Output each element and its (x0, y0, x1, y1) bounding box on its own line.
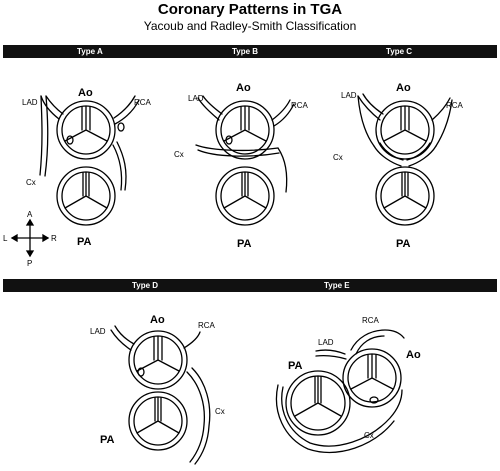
type-e-lad-vessel (315, 349, 347, 360)
type-a-rca-label: RCA (134, 98, 152, 107)
type-c-lad-vessel (357, 93, 384, 147)
type-b-lad-vessel (197, 95, 223, 121)
type-c-pa-label: PA (396, 238, 411, 250)
type-a-pa-label: PA (77, 236, 92, 248)
type-b-rca-label: RCA (291, 101, 309, 110)
compass-left-label: L (3, 234, 8, 243)
type-b-cx-vessel (195, 144, 280, 157)
type-header-band-top: Type A Type B Type C (3, 45, 497, 58)
type-b-label: Type B (232, 47, 259, 56)
orientation-compass (10, 218, 50, 258)
type-a-label: Type A (77, 47, 103, 56)
type-c-label: Type C (386, 47, 413, 56)
type-a-cx-label: Cx (26, 178, 36, 187)
type-c-commissure-vessels (373, 142, 437, 167)
type-a-lad-label: LAD (22, 98, 38, 107)
type-c-aorta-valve (375, 100, 435, 160)
type-e-ao-label: Ao (406, 349, 421, 361)
type-d-lad-label: LAD (90, 327, 106, 336)
type-e-pulmonary-valve (285, 370, 351, 436)
type-d-rca-cx-vessel (183, 331, 211, 465)
type-c-ao-label: Ao (396, 82, 411, 94)
type-d-label: Type D (132, 281, 159, 290)
type-a-aorta-valve (56, 100, 125, 160)
type-e-aorta-valve (342, 348, 402, 408)
type-b-lad-label: LAD (188, 94, 204, 103)
type-d-diagram (110, 325, 211, 465)
type-c-rca-label: RCA (446, 101, 464, 110)
type-b-aorta-valve (215, 100, 275, 160)
figure-subtitle: Yacoub and Radley-Smith Classification (143, 19, 357, 33)
compass-posterior-label: P (27, 259, 32, 268)
type-a-lad-vessel (40, 95, 64, 120)
type-d-rca-label: RCA (198, 321, 216, 330)
type-e-rca-label: RCA (362, 316, 380, 325)
type-c-pulmonary-valve (375, 166, 435, 226)
compass-right-label: R (51, 234, 57, 243)
type-b-diagram (195, 95, 295, 226)
type-a-diagram (39, 95, 140, 226)
type-b-ao-label: Ao (236, 82, 251, 94)
type-e-cx-vessel (275, 384, 403, 453)
type-a-ao-label: Ao (78, 87, 93, 99)
type-e-cx-label: Cx (364, 431, 374, 440)
type-b-cx-label: Cx (174, 150, 184, 159)
type-b-rca-vessel (271, 99, 295, 193)
type-d-pa-label: PA (100, 434, 115, 446)
compass-anterior-label: A (27, 210, 33, 219)
type-c-diagram (357, 93, 453, 226)
type-e-rca-vessel (350, 329, 405, 355)
type-a-rca-vessel (112, 95, 140, 191)
type-c-cx-label: Cx (333, 153, 343, 162)
type-b-pa-label: PA (237, 238, 252, 250)
type-header-band-bottom: Type D Type E (3, 279, 497, 292)
type-e-pa-label: PA (288, 360, 303, 372)
type-a-cx-vessel (39, 95, 49, 177)
type-c-rca-vessel (431, 97, 453, 147)
type-d-aorta-valve (128, 330, 188, 390)
type-e-diagram (275, 329, 405, 453)
type-b-pulmonary-valve (215, 166, 275, 226)
type-c-lad-label: LAD (341, 91, 357, 100)
type-d-ao-label: Ao (150, 314, 165, 326)
type-d-lad-vessel (110, 325, 135, 351)
type-e-lad-label: LAD (318, 338, 334, 347)
figure-title: Coronary Patterns in TGA (157, 1, 343, 18)
type-a-pulmonary-valve (56, 166, 116, 226)
type-d-cx-label: Cx (215, 407, 225, 416)
type-e-label: Type E (324, 281, 350, 290)
type-d-pulmonary-valve (128, 391, 188, 451)
